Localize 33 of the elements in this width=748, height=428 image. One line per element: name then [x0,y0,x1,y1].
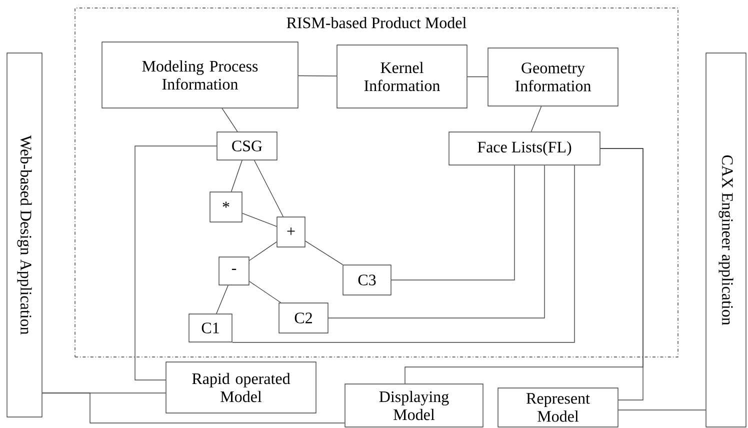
process-box: C3 [342,264,392,296]
connector-line [42,392,345,424]
connector-line [404,148,644,384]
process-box: Represent Model [498,388,618,428]
process-box: Rapid operated Model [166,362,316,414]
connector-line [254,160,284,217]
connector-line [467,76,488,78]
connector-line [328,165,545,318]
process-box: Displaying Model [344,384,484,428]
connector-line [222,108,238,132]
connector-line [305,240,344,265]
process-box: CSG [216,132,278,160]
connector-line [298,75,337,76]
connector-line [249,241,277,261]
connector-line [249,281,282,303]
operator-box: + [276,216,306,248]
connector-line [391,165,515,280]
process-box: Geometry Information [488,48,618,106]
operator-box: * [210,192,242,222]
connector-line [232,165,575,343]
process-box: C1 [188,314,232,342]
connector-line [216,284,228,314]
connector-line [242,212,277,227]
connector-line [134,146,217,380]
application-bar: Web-based Design Application [6,52,42,418]
connector-line [230,160,242,192]
process-box: Modeling Process Information [102,42,298,108]
operator-box: - [218,256,250,286]
connector-line [530,106,542,132]
application-bar: CAX Engineer application [706,52,746,428]
process-box: Kernel Information [336,44,468,108]
process-box: C2 [278,302,328,334]
process-box: Face Lists(FL) [448,132,600,166]
